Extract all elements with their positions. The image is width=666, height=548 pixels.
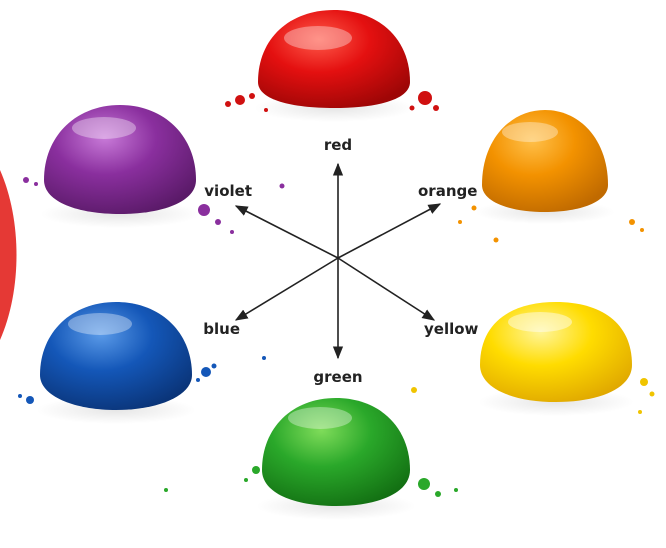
label-green: green — [313, 368, 362, 386]
orange-drop — [458, 110, 644, 243]
arrow-to-blue — [236, 258, 338, 320]
label-violet: violet — [204, 182, 252, 200]
arrow-to-yellow — [338, 258, 434, 320]
label-red: red — [324, 136, 352, 154]
red-drop — [225, 10, 439, 122]
left-edge-accent — [0, 170, 17, 340]
violet-drop — [23, 105, 285, 234]
arrow-to-violet — [236, 206, 338, 258]
arrow-to-orange — [338, 204, 440, 258]
label-orange: orange — [418, 182, 477, 200]
label-blue: blue — [203, 320, 240, 338]
label-yellow: yellow — [424, 320, 479, 338]
arrows — [236, 164, 440, 358]
green-drop — [164, 398, 458, 520]
